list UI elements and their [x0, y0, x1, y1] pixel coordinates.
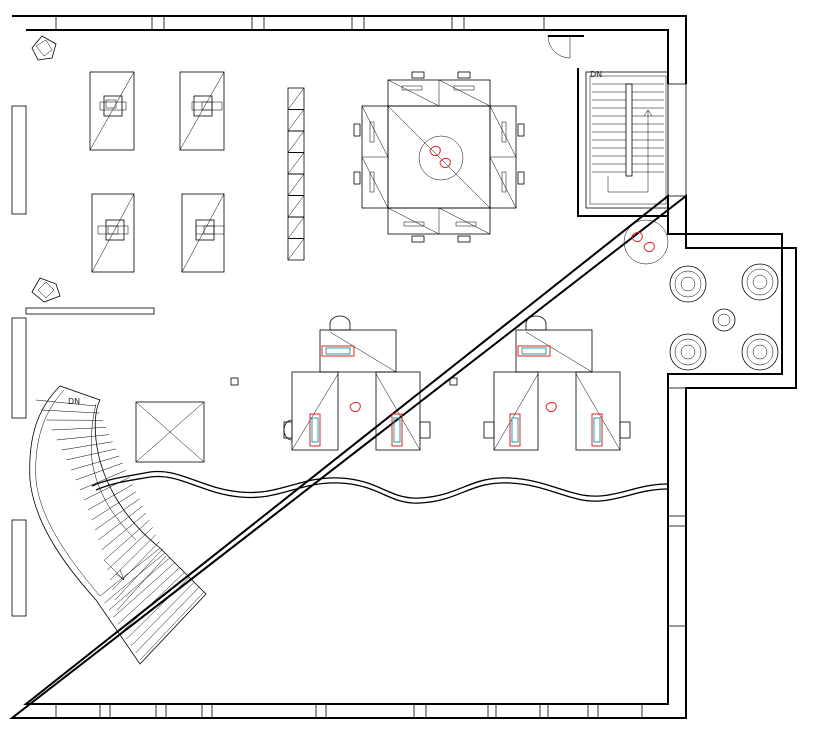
- straight-stair: DN: [577, 68, 669, 217]
- stair-tread: [87, 484, 133, 511]
- shelf-diagonal: [287, 130, 305, 153]
- lounge-planters: [669, 263, 779, 371]
- curved-stair: DN: [29, 385, 207, 665]
- floor-opening: [135, 401, 205, 463]
- outer-walls: [9, 15, 797, 719]
- stair-tread: [51, 427, 107, 431]
- stair-tread: [99, 547, 161, 597]
- stair-tread: [75, 462, 123, 481]
- stair-tread: [66, 448, 117, 461]
- corner-chair-top-left: [31, 35, 57, 61]
- shelf-diagonal: [287, 109, 305, 132]
- column-marker-left: [230, 377, 239, 386]
- stair-tread: [91, 491, 137, 521]
- workstation-cluster-right: [483, 315, 631, 451]
- shelving-unit: [287, 87, 305, 261]
- wavy-railing: [91, 470, 669, 504]
- windows-top: [55, 15, 545, 31]
- stair-tread: [107, 527, 153, 571]
- shelf-diagonal: [287, 216, 305, 239]
- column-marker-right: [449, 377, 458, 386]
- partition-wall: [25, 307, 155, 315]
- stair-tread: [41, 409, 100, 414]
- stair-tread: [35, 399, 97, 407]
- corner-chair-bottom-left: [31, 277, 61, 303]
- stair-tread: [79, 470, 127, 491]
- stair-tread: [122, 572, 185, 632]
- windows-left: [11, 105, 27, 617]
- stair-tread: [56, 434, 110, 441]
- stair-label-dn-right: DN: [590, 70, 602, 79]
- shelf-cell: [287, 238, 305, 261]
- shelf-diagonal: [287, 173, 305, 196]
- stair-tread: [94, 498, 140, 531]
- stair-tread: [112, 541, 160, 591]
- shelf-diagonal: [287, 238, 305, 261]
- shelf-diagonal: [287, 195, 305, 218]
- door-swing: [547, 35, 571, 59]
- stair-tread: [104, 552, 166, 604]
- stair-tread: [104, 520, 150, 561]
- windows-right: [667, 83, 687, 627]
- stair-tread: [113, 562, 175, 618]
- meeting-table: [353, 71, 525, 243]
- stair-tread: [117, 555, 167, 611]
- stair-tread: [135, 586, 200, 654]
- stair-tread: [139, 591, 205, 661]
- stair-tread: [108, 557, 170, 611]
- stair-tread: [117, 567, 180, 625]
- stair-tread: [61, 441, 113, 451]
- shelf-diagonal: [287, 87, 305, 110]
- stair-tread: [130, 582, 195, 646]
- desk-group-left: [89, 71, 225, 273]
- stair-tread: [109, 534, 157, 581]
- stair-tread: [101, 512, 147, 551]
- stair-tread: [98, 505, 143, 541]
- round-side-table: [623, 219, 669, 265]
- stair-label-dn-left: DN: [68, 397, 80, 406]
- stair-tread: [83, 477, 130, 501]
- stair-tread: [71, 455, 120, 471]
- workstation-cluster-left: [283, 315, 431, 451]
- stair-tread: [126, 577, 190, 639]
- windows-bottom: [55, 703, 643, 719]
- shelf-diagonal: [287, 152, 305, 175]
